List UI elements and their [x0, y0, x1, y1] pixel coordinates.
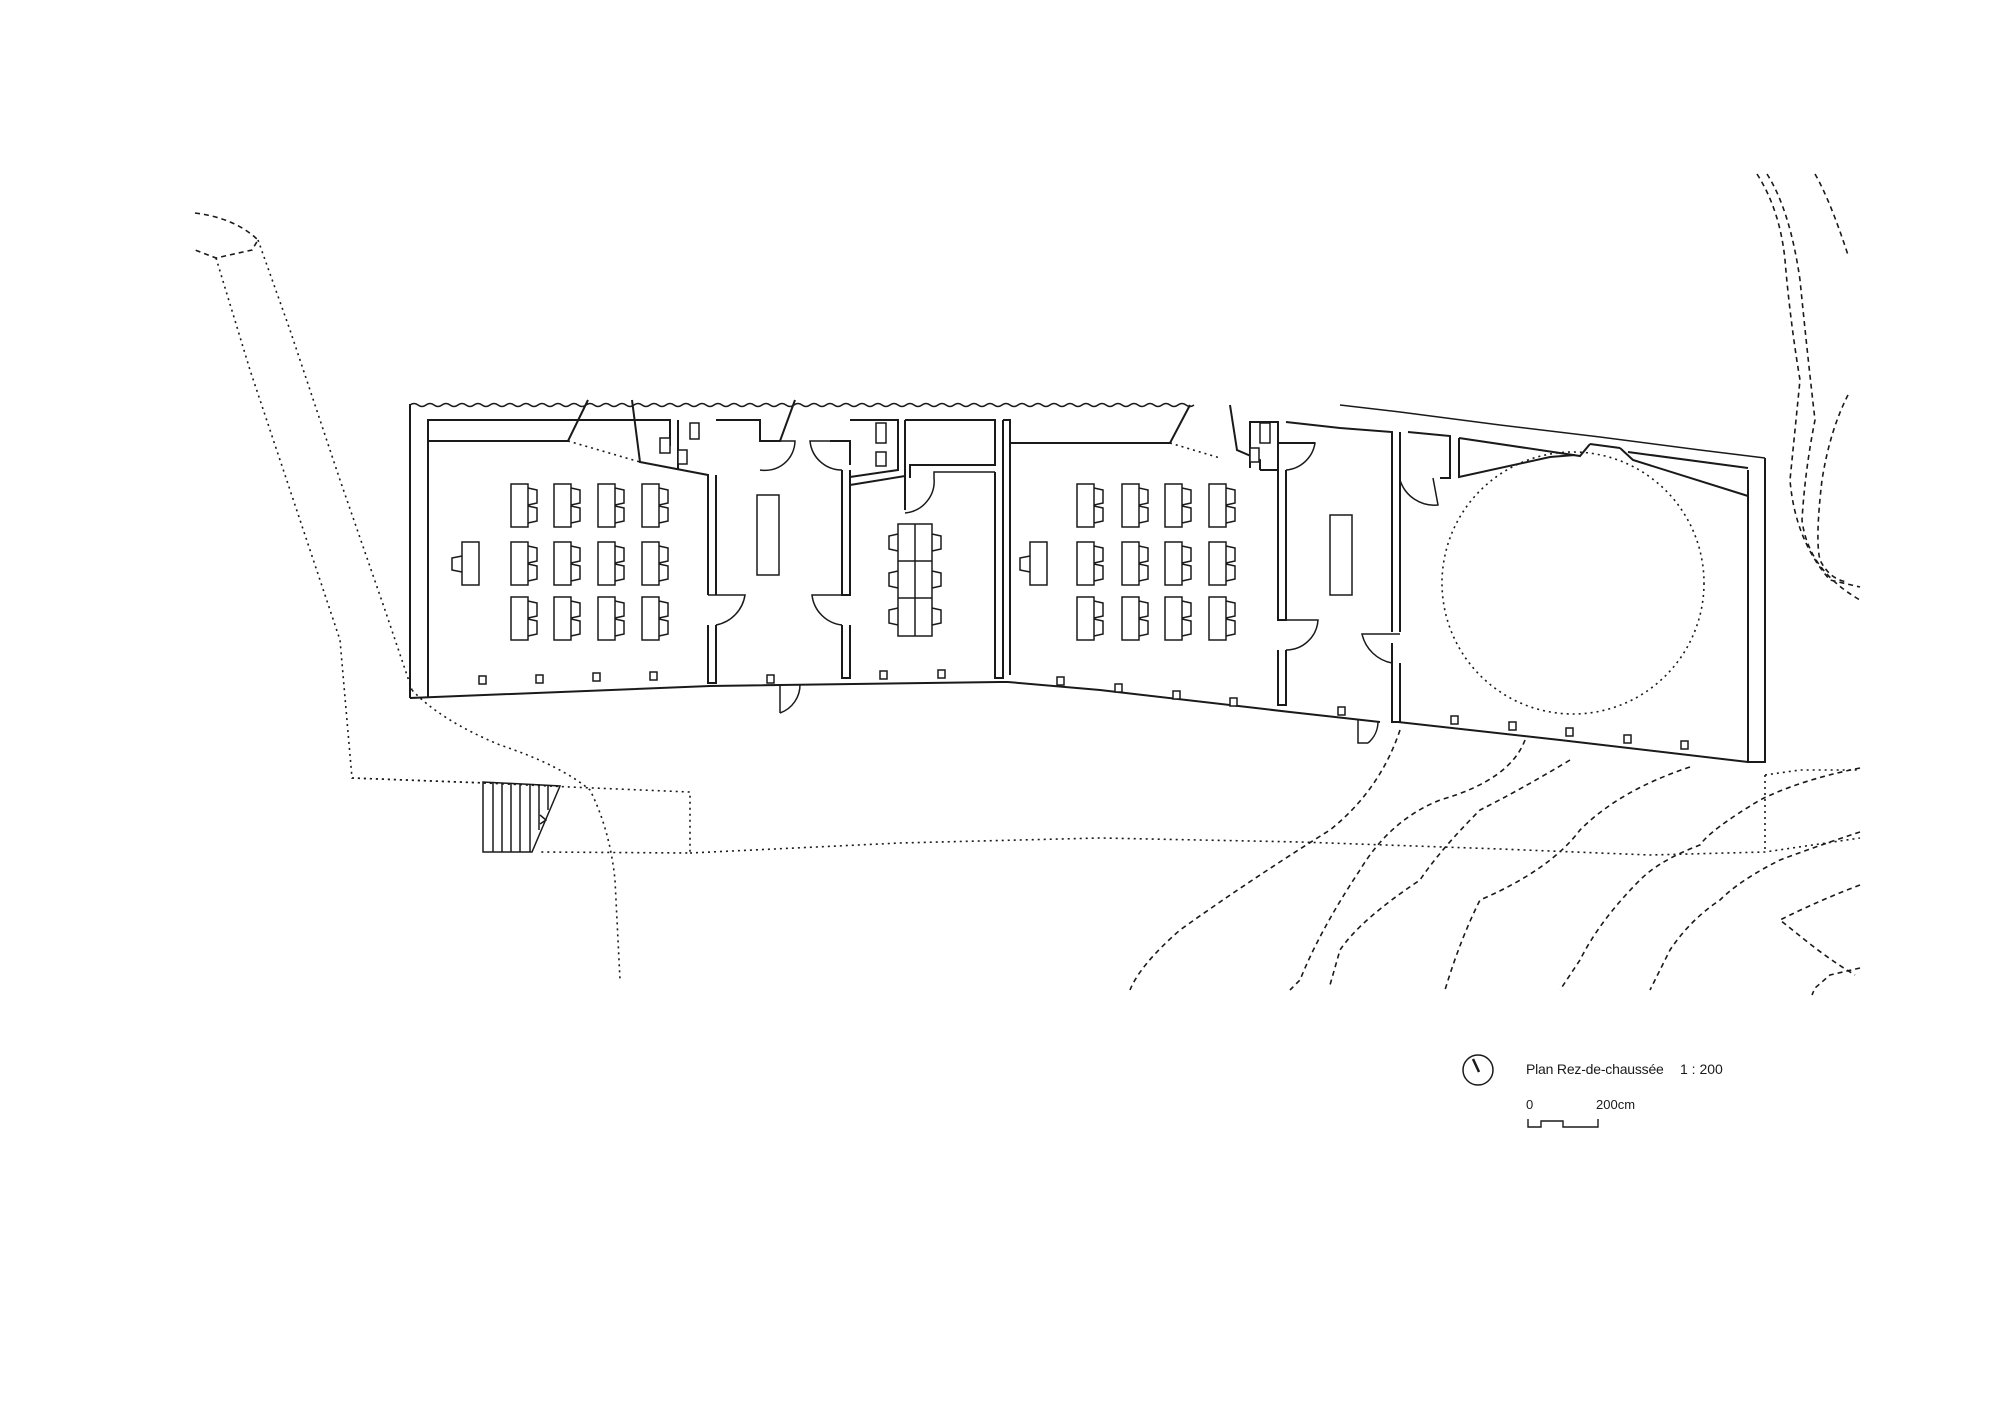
corridor-table — [756, 494, 780, 576]
corridor-table-2 — [1329, 514, 1353, 596]
classroom-1 — [427, 399, 746, 698]
north-arrow-icon — [1462, 1054, 1494, 1086]
site-terrain-lines — [194, 173, 1861, 996]
corridor-1 — [716, 399, 851, 714]
teacher-desk-2 — [1029, 541, 1048, 586]
scale-bar — [1527, 1119, 1599, 1128]
teacher-desk — [461, 541, 480, 586]
plan-title: Plan Rez-de-chaussée — [1526, 1061, 1664, 1077]
exterior-stairs — [482, 781, 562, 853]
scale-bar-end-label: 200cm — [1596, 1097, 1636, 1112]
meeting-room — [849, 419, 1004, 680]
student-desks — [510, 483, 669, 641]
building-shell — [409, 402, 1766, 763]
student-desks-2 — [1076, 483, 1236, 641]
circular-hall — [1399, 431, 1749, 750]
circular-space-outline — [1441, 451, 1705, 715]
corridor-2 — [1249, 421, 1401, 744]
scale-bar-start-label: 0 — [1526, 1097, 1534, 1112]
classroom-2 — [1003, 404, 1261, 707]
scale-ratio: 1 : 200 — [1680, 1061, 1723, 1077]
